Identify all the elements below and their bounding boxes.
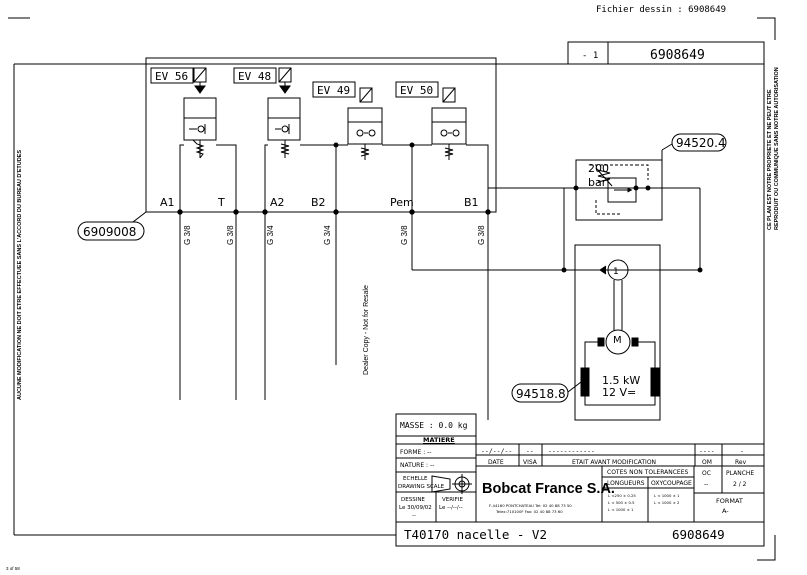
page-counter: 3 of 58 <box>6 566 20 571</box>
tb-col-date: DATE <box>488 459 504 466</box>
watermark: Dealer Copy - Not for Resale <box>363 285 370 375</box>
right-margin-note-1: CE PLAN EST NOTRE PROPRIETE ET NE PEUT E… <box>767 89 773 230</box>
callout-motor-number: 94518.8 <box>516 387 566 401</box>
tb-planche: PLANCHE <box>726 470 754 477</box>
port-size-b1: G 3/8 <box>477 225 486 245</box>
tb-col-om: OM <box>702 459 712 466</box>
tb-verifie: VERIFIE <box>442 497 463 503</box>
tb-col-desc: ETAIT AVANT MODIFICATION <box>572 459 656 466</box>
relief-pressure: 200 <box>588 162 609 175</box>
relief-unit: bar <box>588 176 607 189</box>
tb-format-val: A- <box>722 507 729 515</box>
internal-lines <box>150 142 491 215</box>
tb-tol-2b: L < 1000 ± 2 <box>654 500 680 505</box>
port-labels: A1 T A2 B2 Pem B1 <box>160 196 479 209</box>
port-size-pem: G 3/8 <box>400 225 409 245</box>
pump-motor-unit <box>561 188 703 421</box>
tb-col-visa: VISA <box>523 459 538 466</box>
tb-longueurs: LONGUEURS <box>607 480 645 487</box>
port-t: T <box>217 196 225 209</box>
pump-symbol: 1 <box>613 267 619 277</box>
port-b1: B1 <box>464 196 479 209</box>
tb-rev-rev: - <box>740 447 744 455</box>
tb-masse: MASSE : 0.0 kg <box>400 421 468 430</box>
tb-tol-1b: L < 500 ± 0.5 <box>608 500 635 505</box>
port-size-a2: G 3/4 <box>266 225 275 245</box>
tb-tol-1a: L <250 ± 0.25 <box>608 493 636 498</box>
tb-number: 6908649 <box>672 527 725 542</box>
valve-ev48-symbol <box>267 67 301 158</box>
valve-ev56-symbol <box>183 67 217 159</box>
tb-cotes: COTES NON TOLERANCEES <box>607 469 689 476</box>
port-b2: B2 <box>311 196 326 209</box>
tb-rev-visa: -- <box>526 447 534 455</box>
callout-relief: 94520.4 <box>671 133 727 152</box>
tb-matiere: MATIERE <box>423 436 455 444</box>
tb-rev-desc: ------------ <box>548 447 595 455</box>
tb-rev-om: ---- <box>699 447 715 455</box>
tb-dessine: DESSINE <box>401 497 425 503</box>
tb-planche-val: 2 / 2 <box>733 481 747 488</box>
sheet-corner-marks <box>8 17 776 561</box>
tb-address-2: Telex:710100F Fax: 02 40 88 73 60 <box>495 509 563 514</box>
valve-label-ev50: EV 50 <box>400 84 433 97</box>
tb-title: T40170 nacelle - V2 <box>404 527 547 542</box>
valve-label-ev56: EV 56 <box>155 70 188 83</box>
tb-echelle-2: DRAWING SCALE <box>398 484 445 490</box>
title-block <box>395 413 765 547</box>
tb-company: Bobcat France S.A. <box>482 481 615 497</box>
tb-tol-2a: L < 1000 ± 1 <box>654 493 680 498</box>
tb-forme: FORME : -- <box>400 449 431 456</box>
port-size-t: G 3/8 <box>226 225 235 245</box>
valve-label-ev49: EV 49 <box>317 84 350 97</box>
right-margin-note-2: REPRODUIT OU COMMUNIQUE SANS NOTRE AUTOR… <box>774 67 780 230</box>
tb-oxycoupage: OXYCOUPAGE <box>651 480 692 487</box>
tb-verifie-date: Le --/--/-- <box>439 505 463 511</box>
drawing-file-label: Fichier dessin : 6908649 <box>596 5 726 15</box>
valve-ev49-symbol <box>347 87 383 160</box>
port-size-labels: G 3/8 G 3/8 G 3/4 G 3/4 G 3/8 G 3/8 <box>183 225 486 245</box>
relief-valve <box>488 143 700 221</box>
tb-echelle-1: ECHELLE <box>403 476 428 482</box>
tb-dessine-by: -- <box>412 513 416 519</box>
motor-voltage: 12 V= <box>602 386 636 399</box>
port-a2: A2 <box>270 196 285 209</box>
revision-mark: - 1 <box>582 51 598 61</box>
callout-relief-number: 94520.4 <box>676 136 726 150</box>
valve-label-ev48: EV 48 <box>238 70 271 83</box>
header-block: Fichier dessin : 6908649 - 1 6908649 <box>567 5 765 65</box>
tb-col-rev: Rev <box>735 459 747 466</box>
header-drawing-number: 6908649 <box>650 48 705 63</box>
tb-oc-val: -- <box>704 481 708 488</box>
tb-rev-date: --/--/-- <box>481 447 512 455</box>
callout-block: 6909008 <box>77 211 150 241</box>
valve-ev50-symbol <box>431 87 467 160</box>
port-pem: Pem <box>390 196 414 209</box>
tb-tol-1c: L < 1000 ± 1 <box>608 507 634 512</box>
tb-address-1: F-44160 PONTCHATEAU Tel: 02 40 88 73 50 <box>489 503 572 508</box>
port-size-b2: G 3/4 <box>323 225 332 245</box>
tb-nature: NATURE : -- <box>400 462 434 469</box>
projection-symbol <box>431 474 472 494</box>
port-a1: A1 <box>160 196 175 209</box>
callout-motor: 94518.8 <box>511 381 582 403</box>
tb-dessine-date: Le 30/09/02 <box>399 505 432 511</box>
left-margin-note: AUCUNE MODIFICATION NE DOIT ETRE EFFECTU… <box>17 150 23 400</box>
tb-oc: OC <box>702 470 711 477</box>
callout-block-number: 6909008 <box>83 225 136 239</box>
port-size-a1: G 3/8 <box>183 225 192 245</box>
tb-format: FORMAT <box>716 497 743 505</box>
motor-symbol: M <box>613 335 622 346</box>
valve-labels: EV 56 EV 48 EV 49 EV 50 <box>150 67 439 98</box>
motor-power: 1.5 kW <box>602 374 640 387</box>
valve-block-outline <box>145 57 497 213</box>
